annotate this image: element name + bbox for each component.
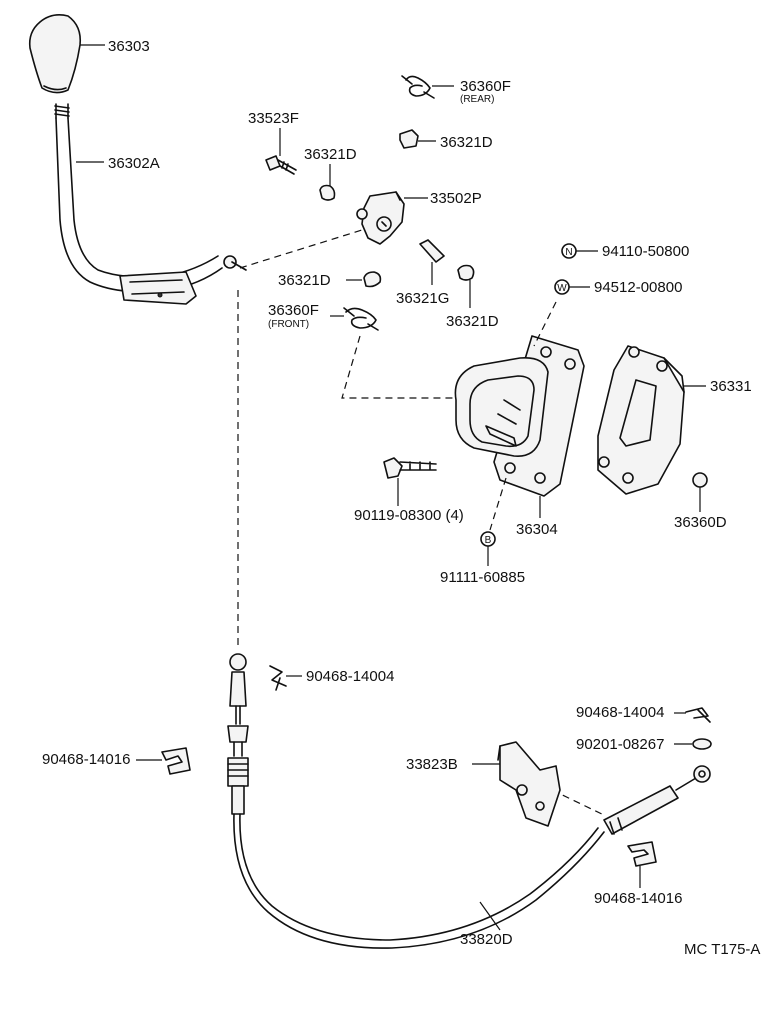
spring-front	[330, 307, 379, 331]
callout-n: N	[561, 243, 598, 259]
bolt-90119	[383, 457, 437, 506]
label-90468-14004-right: 90468-14004	[576, 704, 664, 721]
bushing-top-right	[399, 129, 436, 149]
label-36360d: 36360D	[674, 514, 727, 531]
callout-letter-w: W	[557, 283, 567, 294]
bolt-33523f	[265, 128, 297, 175]
figure-code: MC T175-A	[684, 941, 760, 958]
label-rear-note: (REAR)	[460, 94, 494, 105]
clip-right-top-90468	[674, 707, 711, 723]
label-91111: 91111-60885	[440, 569, 525, 586]
label-front-note: (FRONT)	[268, 319, 309, 330]
label-33820d: 33820D	[460, 931, 513, 948]
label-36331: 36331	[710, 378, 752, 395]
assembly-lines	[237, 229, 607, 817]
bushing-36321d-b	[346, 271, 382, 288]
label-36321d-right: 36321D	[446, 313, 499, 330]
label-94512: 94512-00800	[594, 279, 682, 296]
shift-lever	[54, 103, 247, 305]
bushing-36321d-a	[319, 164, 336, 201]
label-36303: 36303	[108, 38, 150, 55]
label-90201: 90201-08267	[576, 736, 664, 753]
label-33502p: 33502P	[430, 190, 482, 207]
label-36321d-mid: 36321D	[304, 146, 357, 163]
shift-cable	[227, 653, 711, 949]
shift-housing	[454, 335, 585, 518]
shift-knob	[28, 14, 105, 94]
clip-right-bottom-90468	[627, 841, 657, 888]
clip-top-90468	[269, 665, 302, 691]
label-90468-14004-top: 90468-14004	[306, 668, 394, 685]
callout-b: B	[480, 531, 496, 566]
cable-bracket-33823b	[472, 741, 561, 827]
label-36321g: 36321G	[396, 290, 449, 307]
label-90468-14016-right: 90468-14016	[594, 890, 682, 907]
label-33523f: 33523F	[248, 110, 299, 127]
label-36360f-front: 36360F	[268, 302, 319, 319]
spacer-36360d	[692, 472, 708, 512]
label-36321d-left: 36321D	[278, 272, 331, 289]
label-33823b: 33823B	[406, 756, 458, 773]
label-36321d-top: 36321D	[440, 134, 493, 151]
label-36302a: 36302A	[108, 155, 160, 172]
callout-letter-b: B	[485, 535, 492, 546]
label-94110: 94110-50800	[602, 243, 689, 260]
bracket-33502p	[356, 191, 428, 245]
callout-w: W	[554, 279, 590, 295]
shift-cover	[597, 345, 706, 495]
spring-rear	[401, 75, 454, 99]
pin-36321g	[419, 239, 445, 285]
clip-left-90468	[136, 747, 191, 775]
washer-90201	[674, 738, 712, 750]
label-36304: 36304	[516, 521, 558, 538]
bushing-36321d-c	[457, 264, 475, 308]
callout-letter-n: N	[565, 247, 572, 258]
label-90468-14016-left: 90468-14016	[42, 751, 130, 768]
label-90119: 90119-08300 (4)	[354, 507, 464, 524]
label-36360f-rear: 36360F	[460, 78, 511, 95]
